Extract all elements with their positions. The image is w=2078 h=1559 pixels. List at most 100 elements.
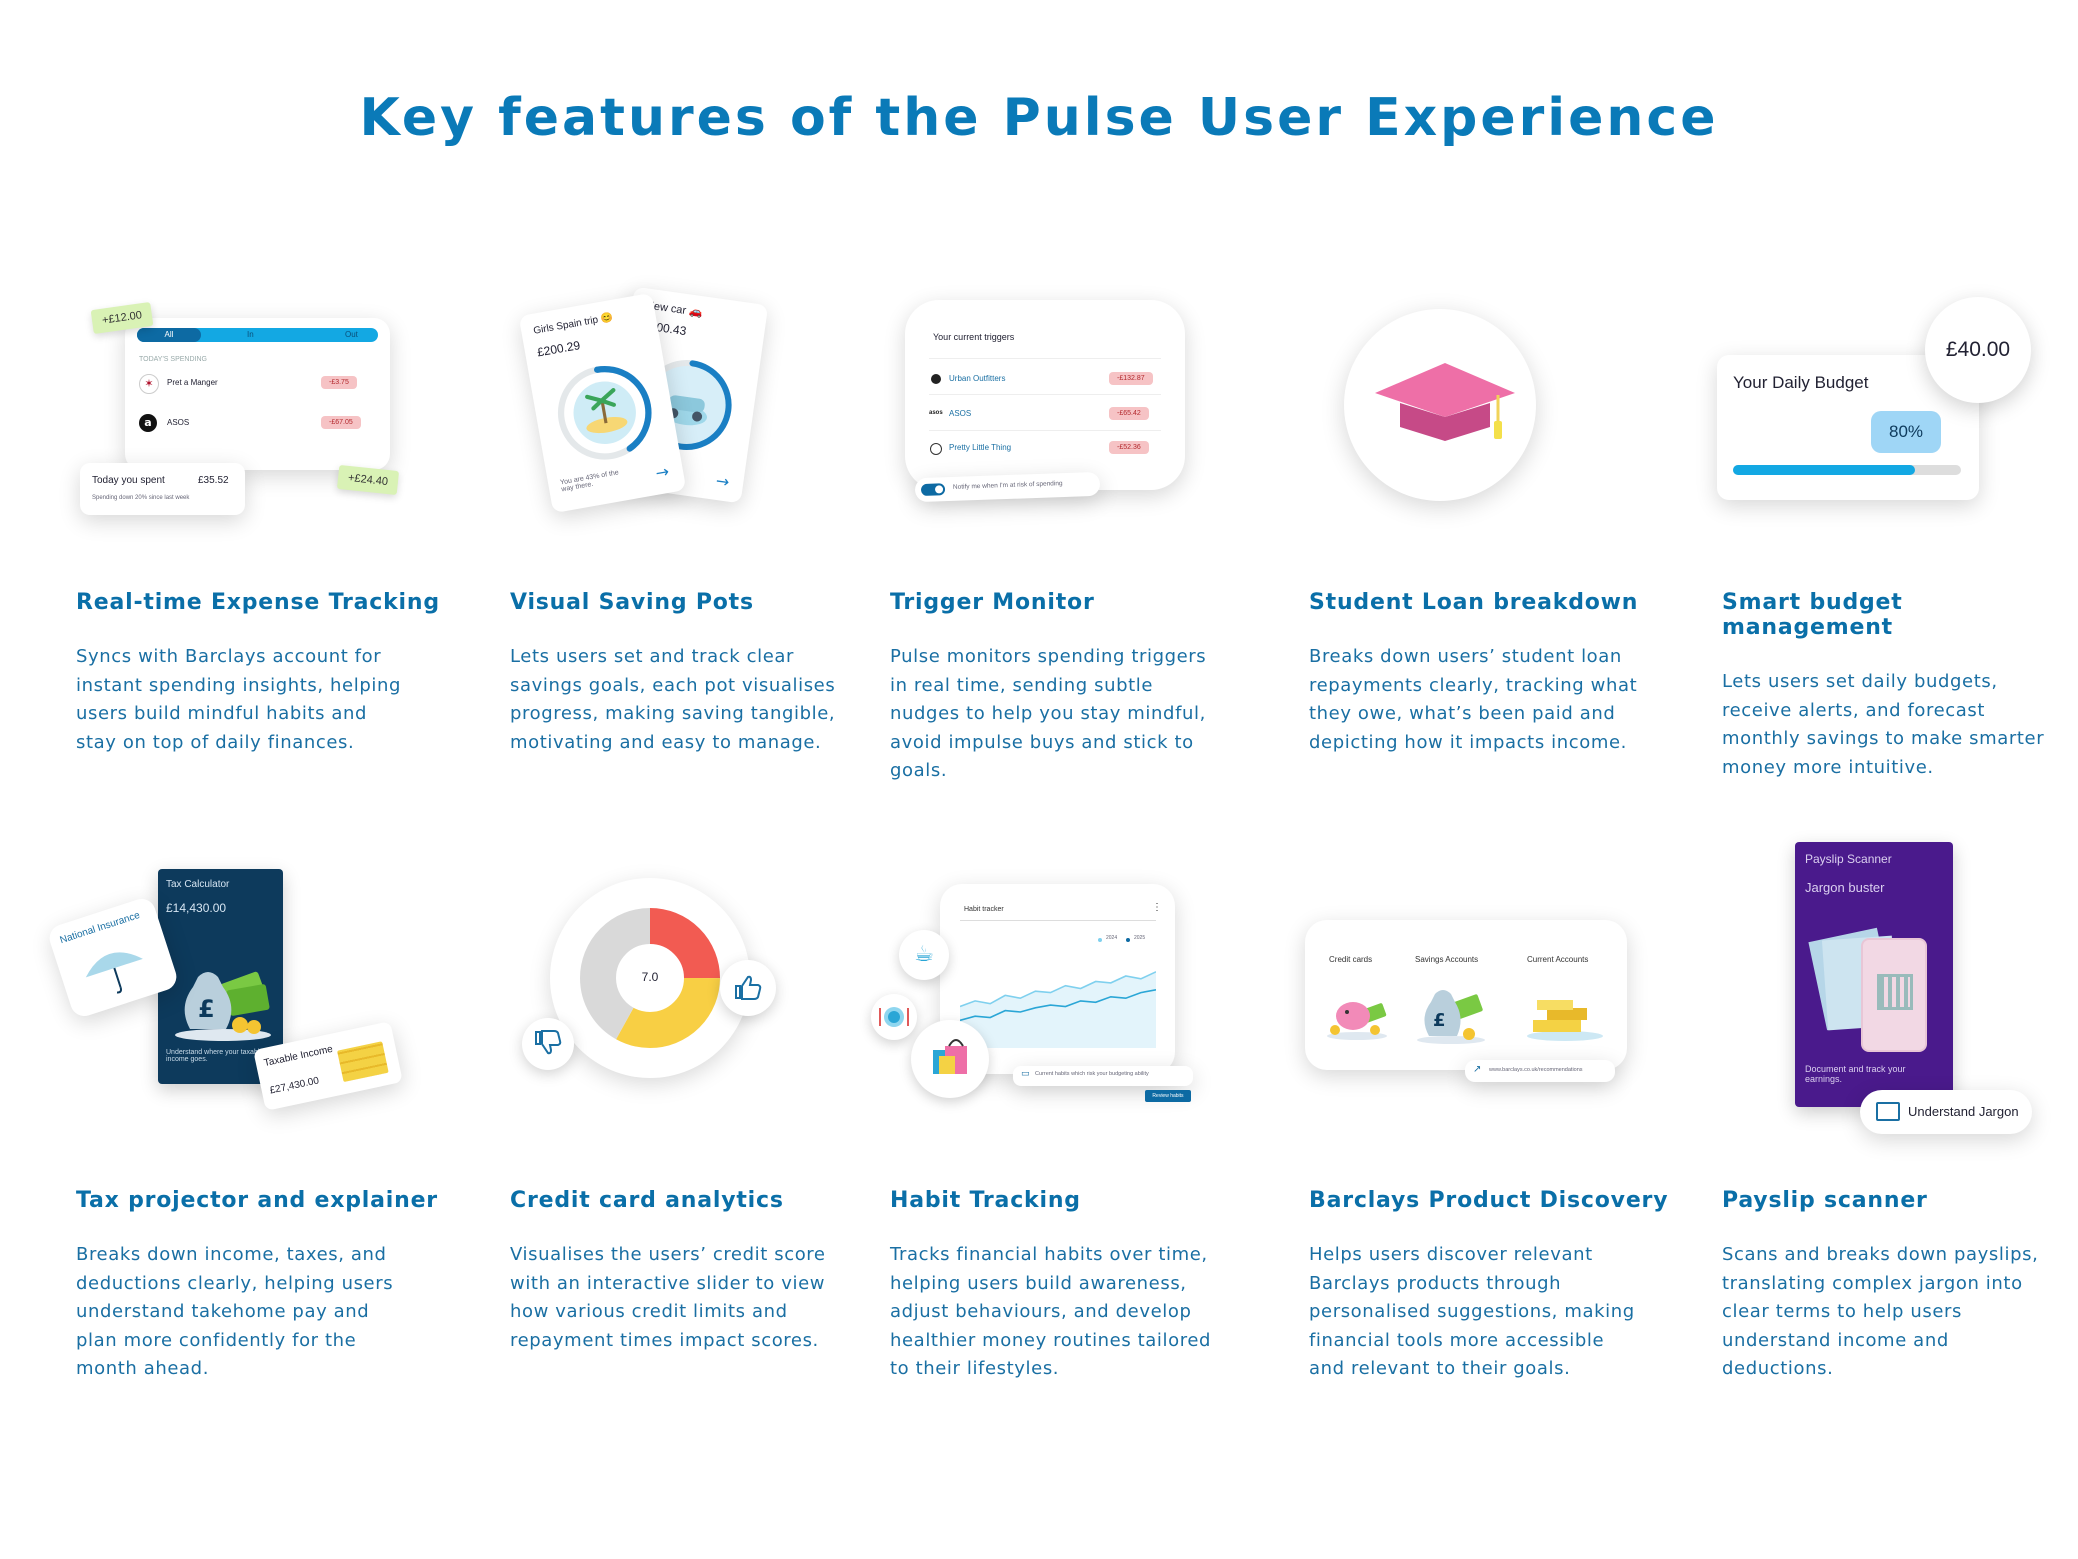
- feature-title: Visual Saving Pots: [510, 590, 754, 615]
- trigger-amount: -£52.36: [1109, 441, 1149, 454]
- shopping-bags-icon: [911, 1020, 989, 1098]
- feature-description: Lets users set daily budgets, receive al…: [1722, 671, 2045, 778]
- feature-description: Helps users discover relevant Barclays p…: [1309, 1244, 1635, 1379]
- expense-illustration: All In Out TODAY'S SPENDING ✶ Pret a Man…: [80, 290, 410, 520]
- feature-description: Syncs with Barclays account for instant …: [76, 646, 401, 753]
- national-insurance-card: National Insurance: [46, 895, 180, 1020]
- credit-score-donut[interactable]: [578, 906, 722, 1050]
- product-label: Savings Accounts: [1415, 955, 1479, 964]
- legend-label: 2025: [1134, 935, 1146, 941]
- notify-toggle[interactable]: [920, 483, 946, 497]
- chat-icon: ▭: [1021, 1069, 1030, 1079]
- student-loan-illustration: [1340, 305, 1540, 505]
- more-options-icon[interactable]: ⋮: [1152, 902, 1162, 913]
- donut-center: [618, 946, 682, 1010]
- budget-progress-fill: [1733, 465, 1916, 475]
- transaction-name: Pret a Manger: [167, 378, 218, 387]
- arrow-right-icon[interactable]: →: [714, 470, 731, 492]
- today-spent-note: Spending down 20% since last week: [92, 495, 190, 501]
- feature-title: Trigger Monitor: [890, 590, 1095, 615]
- feature-description: Scans and breaks down payslips, translat…: [1722, 1244, 2039, 1379]
- svg-text:£: £: [1433, 1010, 1446, 1031]
- plt-logo-icon: [930, 443, 942, 455]
- tab-out[interactable]: Out: [345, 330, 358, 339]
- product-label: Credit cards: [1329, 955, 1373, 964]
- today-spent-value: £35.52: [198, 475, 229, 486]
- tab-in[interactable]: In: [247, 330, 254, 339]
- tax-calculator-card: Tax Calculator £14,430.00 £ Understand w…: [158, 869, 283, 1084]
- gold-bars-icon: [337, 1041, 389, 1083]
- understand-jargon-label: Understand Jargon: [1908, 1104, 2019, 1119]
- feature-title: Credit card analytics: [510, 1188, 784, 1213]
- asos-logo-icon: asos: [929, 410, 943, 416]
- coffee-icon: ☕: [899, 930, 949, 980]
- trigger-amount: -£132.87: [1109, 372, 1153, 385]
- feature-student-loan: Student Loan breakdown Breaks down users…: [1309, 590, 1709, 757]
- asos-logo-icon: a: [139, 414, 157, 432]
- understand-jargon-button[interactable]: Understand Jargon: [1860, 1090, 2032, 1134]
- tax-card-amount: £14,430.00: [166, 901, 227, 915]
- graduation-cap-icon: [1375, 363, 1515, 441]
- trigger-name: Urban Outfitters: [949, 374, 1006, 383]
- tax-card-title: Tax Calculator: [166, 879, 230, 890]
- svg-text:£: £: [198, 995, 215, 1023]
- todays-spending-label: TODAY'S SPENDING: [139, 356, 207, 363]
- tax-card-note: Understand where your taxable income goe…: [166, 1049, 264, 1063]
- triggers-card: Your current triggers Urban Outfitters -…: [905, 300, 1185, 490]
- review-habits-button[interactable]: Review habits: [1145, 1090, 1191, 1102]
- money-bag-icon: £: [175, 971, 271, 1041]
- trigger-amount: -£65.42: [1109, 407, 1149, 420]
- notify-toggle-card: Notify me when I'm at risk of spending: [914, 471, 1101, 503]
- donut-segment-2: [580, 908, 720, 1048]
- spending-tabs[interactable]: All In Out: [137, 328, 378, 342]
- legend-dot: [1098, 938, 1102, 942]
- feature-expense-tracking: Real-time Expense Tracking Syncs with Ba…: [76, 590, 476, 757]
- thumbs-down-icon[interactable]: [522, 1018, 574, 1070]
- transaction-amount: -£67.05: [321, 416, 361, 429]
- feature-tax-projector: Tax projector and explainer Breaks down …: [76, 1188, 476, 1384]
- feature-title: Habit Tracking: [890, 1188, 1081, 1213]
- page-title: Key features of the Pulse User Experienc…: [359, 88, 1719, 148]
- money-bag-icon[interactable]: £: [1411, 980, 1491, 1046]
- dining-icon: [871, 994, 917, 1040]
- urban-outfitters-logo-icon: [931, 374, 941, 384]
- taxable-income-label: Taxable Income: [262, 1043, 334, 1070]
- gold-bars-icon[interactable]: [1523, 992, 1607, 1042]
- budget-progress-track: [1733, 465, 1961, 475]
- piggy-bank-icon[interactable]: [1323, 986, 1391, 1042]
- feature-description: Tracks financial habits over time, helpi…: [890, 1244, 1212, 1379]
- saving-pots-illustration: New car 🚗 £800.43 → Girls Spain trip 😊 £…: [515, 285, 785, 525]
- feature-title: Tax projector and explainer: [76, 1188, 438, 1213]
- habit-series-line-2024: [960, 971, 1156, 1008]
- recommendation-link[interactable]: ↗ www.barclays.co.uk/recommendations: [1465, 1060, 1615, 1082]
- feature-description: Breaks down users’ student loan repaymen…: [1309, 646, 1638, 753]
- habit-series-line-2025: [960, 989, 1156, 1022]
- pot-name: Girls Spain trip 😊: [532, 311, 615, 337]
- transaction-amount: -£3.75: [321, 376, 357, 389]
- habit-note: Current habits which risk your budgeting…: [1035, 1071, 1149, 1077]
- folder-icon: [1876, 1102, 1900, 1121]
- pot-card-spain[interactable]: Girls Spain trip 😊 £200.29 You are 43% o…: [518, 292, 687, 514]
- trend-up-icon: ↗: [1473, 1064, 1482, 1075]
- payslip-illustration: Payslip Scanner Jargon buster Document a…: [1795, 840, 2045, 1140]
- thumbs-up-icon[interactable]: [720, 960, 776, 1016]
- spending-card: All In Out TODAY'S SPENDING ✶ Pret a Man…: [125, 318, 390, 470]
- payslip-card: Payslip Scanner Jargon buster Document a…: [1795, 842, 1953, 1107]
- trigger-monitor-illustration: Your current triggers Urban Outfitters -…: [895, 295, 1195, 515]
- credit-illustration: 7.0: [520, 870, 790, 1100]
- tab-all[interactable]: All: [137, 328, 201, 342]
- transaction-name: ASOS: [167, 418, 190, 427]
- arrow-right-icon[interactable]: →: [653, 461, 671, 483]
- feature-saving-pots: Visual Saving Pots Lets users set and tr…: [510, 590, 910, 757]
- payslip-note: Document and track your earnings.: [1805, 1064, 1906, 1084]
- taxable-income-value: £27,430.00: [268, 1075, 321, 1097]
- pret-logo-icon: ✶: [139, 374, 159, 394]
- donut-segment-1: [580, 908, 720, 1048]
- feature-smart-budget: Smart budget management Lets users set d…: [1722, 590, 2062, 782]
- phone-scanner: [1861, 938, 1927, 1052]
- products-card: Credit cards Savings Accounts Current Ac…: [1305, 920, 1627, 1070]
- notify-label: Notify me when I'm at risk of spending: [952, 480, 1063, 491]
- legend-dot: [1126, 938, 1130, 942]
- credit-score-value: 7.0: [641, 970, 659, 984]
- product-label: Current Accounts: [1527, 955, 1589, 964]
